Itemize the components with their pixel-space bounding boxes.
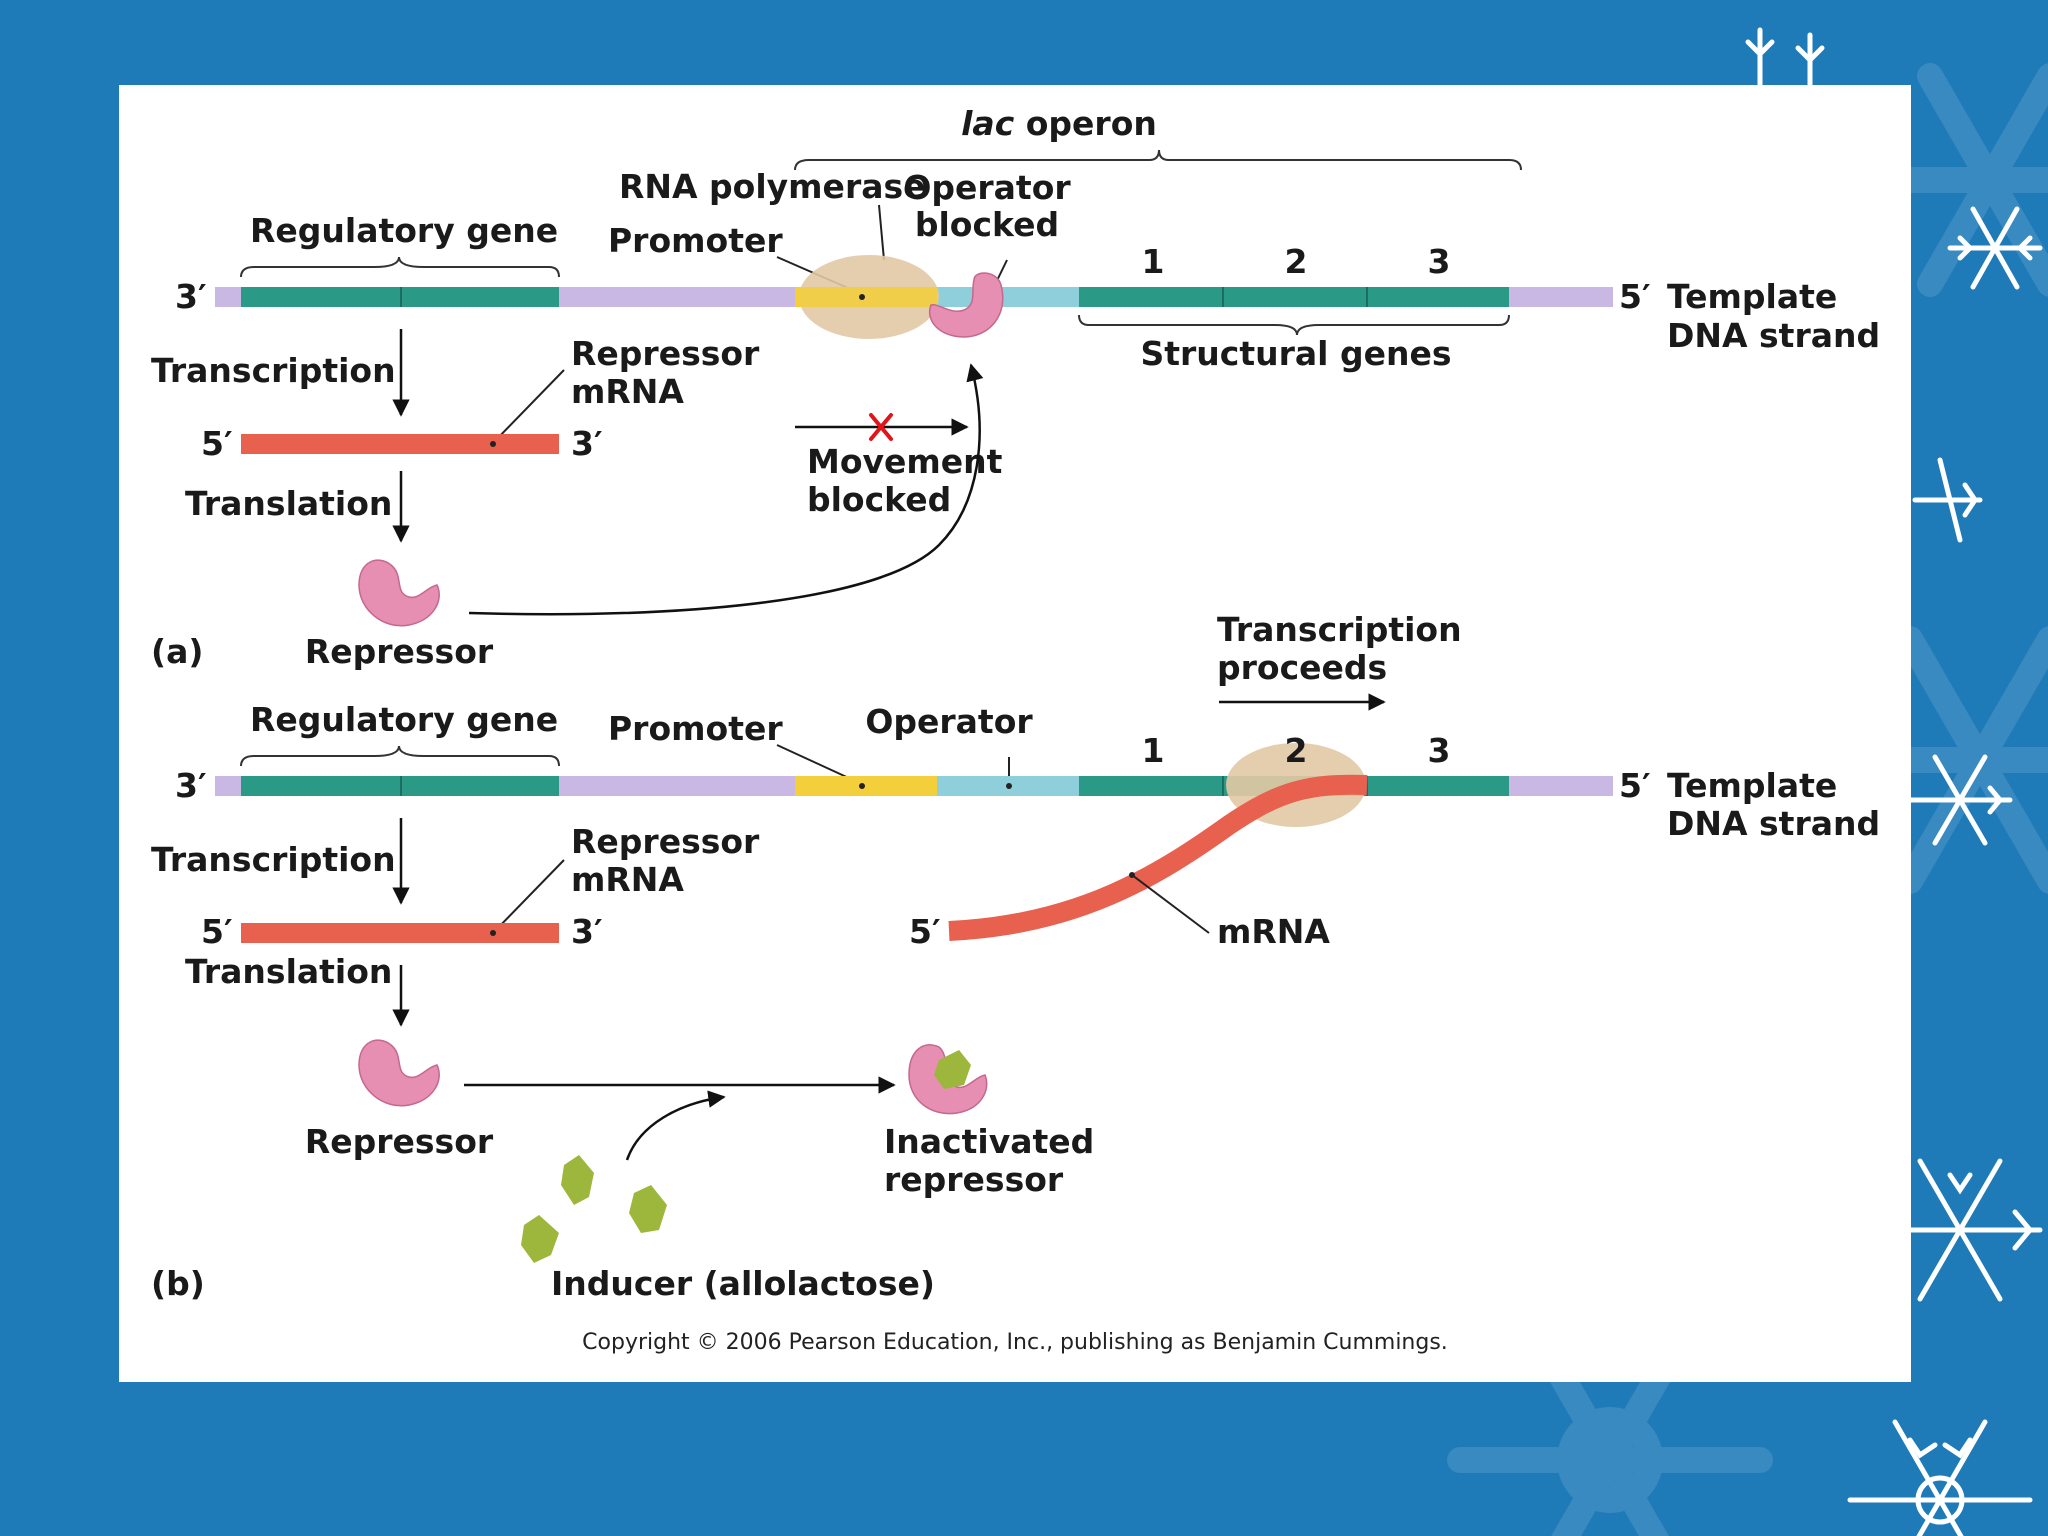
movement-blocked-line2: blocked [807, 480, 951, 519]
gene-number-3: 3 [1428, 242, 1451, 281]
template-label-line1: Template [1667, 277, 1837, 316]
transcription-proceeds-line1: Transcription [1217, 610, 1462, 649]
lac-mrna-strand [948, 774, 1368, 941]
template-label-line2: DNA strand [1667, 316, 1880, 355]
bound-inducer-icon [934, 1050, 971, 1089]
structural-genes-label: Structural genes [1140, 334, 1451, 373]
block-x-icon [869, 413, 893, 441]
operator-segment [937, 287, 1079, 307]
inducer-molecules [521, 1155, 667, 1263]
repressor-mrna-label-line1: Repressor [571, 334, 760, 373]
inducer-icon [629, 1185, 667, 1233]
repressor-icon [358, 559, 440, 627]
repressor-mrna-strand [241, 434, 559, 454]
operon-label-italic: lac [961, 104, 1015, 143]
promoter-label: Promoter [608, 221, 783, 260]
mrna-5prime-label-b: 5′ [201, 912, 233, 951]
repressor-binding-arrow [468, 363, 984, 616]
operator-label-b: Operator [865, 702, 1033, 741]
repressor-bound-icon [928, 272, 1004, 338]
operon-label: lac operon [961, 104, 1157, 143]
rna-polymerase-label: RNA polymerase [619, 167, 926, 206]
inducer-icon [561, 1155, 594, 1205]
inducer-icon [521, 1215, 559, 1263]
gene-number-1: 1 [1142, 242, 1165, 281]
translation-label-b: Translation [185, 952, 392, 991]
inactivated-label-line2: repressor [884, 1160, 1064, 1199]
gene-number-1-b: 1 [1142, 731, 1165, 770]
template-label-line2-b: DNA strand [1667, 804, 1880, 843]
copyright-text: Copyright © 2006 Pearson Education, Inc.… [582, 1330, 1448, 1355]
repressor-mrna-label-line2-b: mRNA [571, 860, 684, 899]
snowflake-icon [1745, 27, 2043, 1536]
repressor-mrna-label-line2: mRNA [571, 372, 684, 411]
inactivated-label-line1: Inactivated [884, 1122, 1094, 1161]
translation-label: Translation [185, 484, 392, 523]
lac-mrna-label: mRNA [1217, 912, 1330, 951]
transcription-label: Transcription [151, 351, 396, 390]
mrna-3prime-label-b: 3′ [571, 912, 603, 951]
mrna-5prime-label: 5′ [201, 424, 233, 463]
repressor-mrna-label-line1-b: Repressor [571, 822, 760, 861]
lac-mrna-5prime-label: 5′ [909, 912, 941, 951]
template-label-line1-b: Template [1667, 766, 1837, 805]
transcription-proceeds-line2: proceeds [1217, 648, 1387, 687]
transcription-label-b: Transcription [151, 840, 396, 879]
gene-number-2-b: 2 [1285, 731, 1308, 770]
gene-number-3-b: 3 [1428, 731, 1451, 770]
regulatory-gene-label: Regulatory gene [250, 211, 558, 250]
repressor-mrna-strand-b [241, 923, 559, 943]
repressor-label-b: Repressor [305, 1122, 494, 1161]
regulatory-gene-label-b: Regulatory gene [250, 700, 558, 739]
lac-operon-brace [794, 149, 1522, 171]
dna-5prime-label: 5′ [1619, 277, 1651, 316]
dna-strand-b [215, 776, 1613, 796]
gene-number-2: 2 [1285, 242, 1308, 281]
structural-genes-segment [1079, 287, 1509, 307]
inducer-label: Inducer (allolactose) [551, 1264, 935, 1303]
repressor-icon-b [358, 1039, 440, 1107]
operator-label-line1: Operator [903, 168, 1071, 207]
promoter-label-b: Promoter [608, 709, 783, 748]
figure-panel: lac operon RNA polymerase Regulatory gen… [119, 85, 1911, 1382]
operon-label-rest: operon [1014, 104, 1157, 143]
panel-b-letter: (b) [151, 1264, 205, 1303]
panel-a: lac operon RNA polymerase Regulatory gen… [151, 104, 1880, 671]
movement-blocked-line1: Movement [807, 442, 1003, 481]
panel-b: Transcription proceeds Regulatory gene P… [151, 610, 1880, 1355]
lac-operon-diagram: lac operon RNA polymerase Regulatory gen… [151, 104, 1880, 1355]
inducer-binding-arrow [625, 1090, 726, 1161]
repressor-label: Repressor [305, 632, 494, 671]
dna-3prime-label-b: 3′ [175, 766, 207, 805]
panel-a-letter: (a) [151, 632, 203, 671]
dna-3prime-label: 3′ [175, 277, 207, 316]
mrna-3prime-label: 3′ [571, 424, 603, 463]
dna-5prime-label-b: 5′ [1619, 766, 1651, 805]
operator-label-line2: blocked [915, 205, 1059, 244]
